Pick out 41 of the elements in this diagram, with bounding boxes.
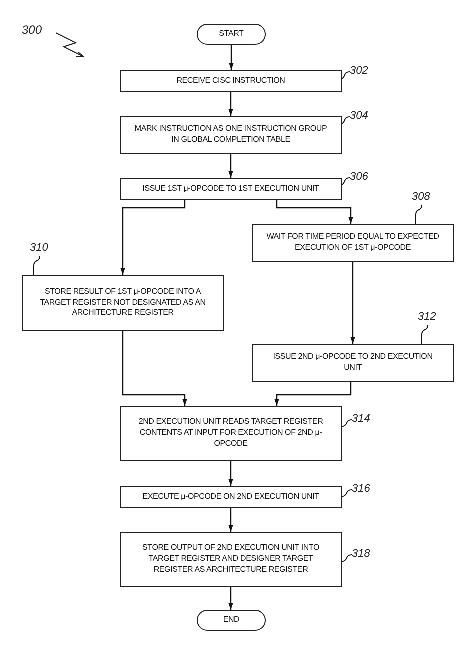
- figure-number: 300: [22, 24, 42, 37]
- arrow: [350, 262, 356, 344]
- process-box: MARK INSTRUCTION AS ONE INSTRUCTION GROUP IN GLOBAL COMPLETION TABLE: [120, 116, 342, 154]
- process-box: WAIT FOR TIME PERIOD EQUAL TO EXPECTED EXECUTION OF 1ST μ-OPCODE: [252, 224, 454, 262]
- arrow: [276, 200, 354, 224]
- reference-number: 304: [350, 110, 368, 123]
- leader-line: [342, 490, 352, 498]
- leader-line: [342, 116, 350, 124]
- terminal-box: END: [197, 610, 266, 631]
- reference-number: 312: [418, 311, 436, 324]
- arrow: [120, 200, 186, 275]
- reference-number: 316: [352, 483, 370, 496]
- arrow: [228, 92, 234, 116]
- reference-number: 306: [350, 171, 368, 184]
- reference-number: 308: [412, 191, 430, 204]
- process-box: RECEIVE CISC INSTRUCTION: [120, 70, 342, 92]
- arrow: [228, 587, 234, 610]
- arrow: [274, 382, 352, 406]
- leader-line: [342, 178, 350, 186]
- reference-number: 310: [30, 242, 48, 255]
- leader-line: [342, 420, 352, 428]
- arrow: [122, 331, 188, 406]
- process-box: 2ND EXECUTION UNIT READS TARGET REGISTER CONTENTS AT INPUT FOR EXECUTION OF 2ND μ-OPCODE: [120, 406, 342, 461]
- reference-number: 302: [350, 65, 368, 78]
- reference-number: 318: [352, 548, 370, 561]
- leader-line: [342, 554, 352, 562]
- leader-line: [416, 204, 422, 224]
- process-box: EXECUTE μ-OPCODE ON 2ND EXECUTION UNIT: [120, 486, 342, 508]
- reference-number: 314: [352, 413, 370, 426]
- process-box: STORE OUTPUT OF 2ND EXECUTION UNIT INTO TARGET REGISTER AND DESIGNER TARGET REGISTER AS ARCHITECTURE REGISTER: [120, 532, 342, 587]
- leader-line: [342, 72, 350, 80]
- arrow: [228, 461, 234, 486]
- process-box: ISSUE 1ST μ-OPCODE TO 1ST EXECUTION UNIT: [120, 178, 342, 200]
- arrow: [228, 508, 234, 532]
- process-box: STORE RESULT OF 1ST μ-OPCODE INTO A TARGET REGISTER NOT DESIGNATED AS AN ARCHITECTURE REGISTER: [22, 275, 224, 331]
- leader-line: [34, 256, 40, 276]
- terminal-box: START: [197, 24, 266, 45]
- leader-line: [422, 324, 428, 344]
- arrow: [228, 154, 234, 178]
- process-box: ISSUE 2ND μ-OPCODE TO 2ND EXECUTION UNIT: [252, 344, 454, 382]
- arrow: [229, 45, 234, 70]
